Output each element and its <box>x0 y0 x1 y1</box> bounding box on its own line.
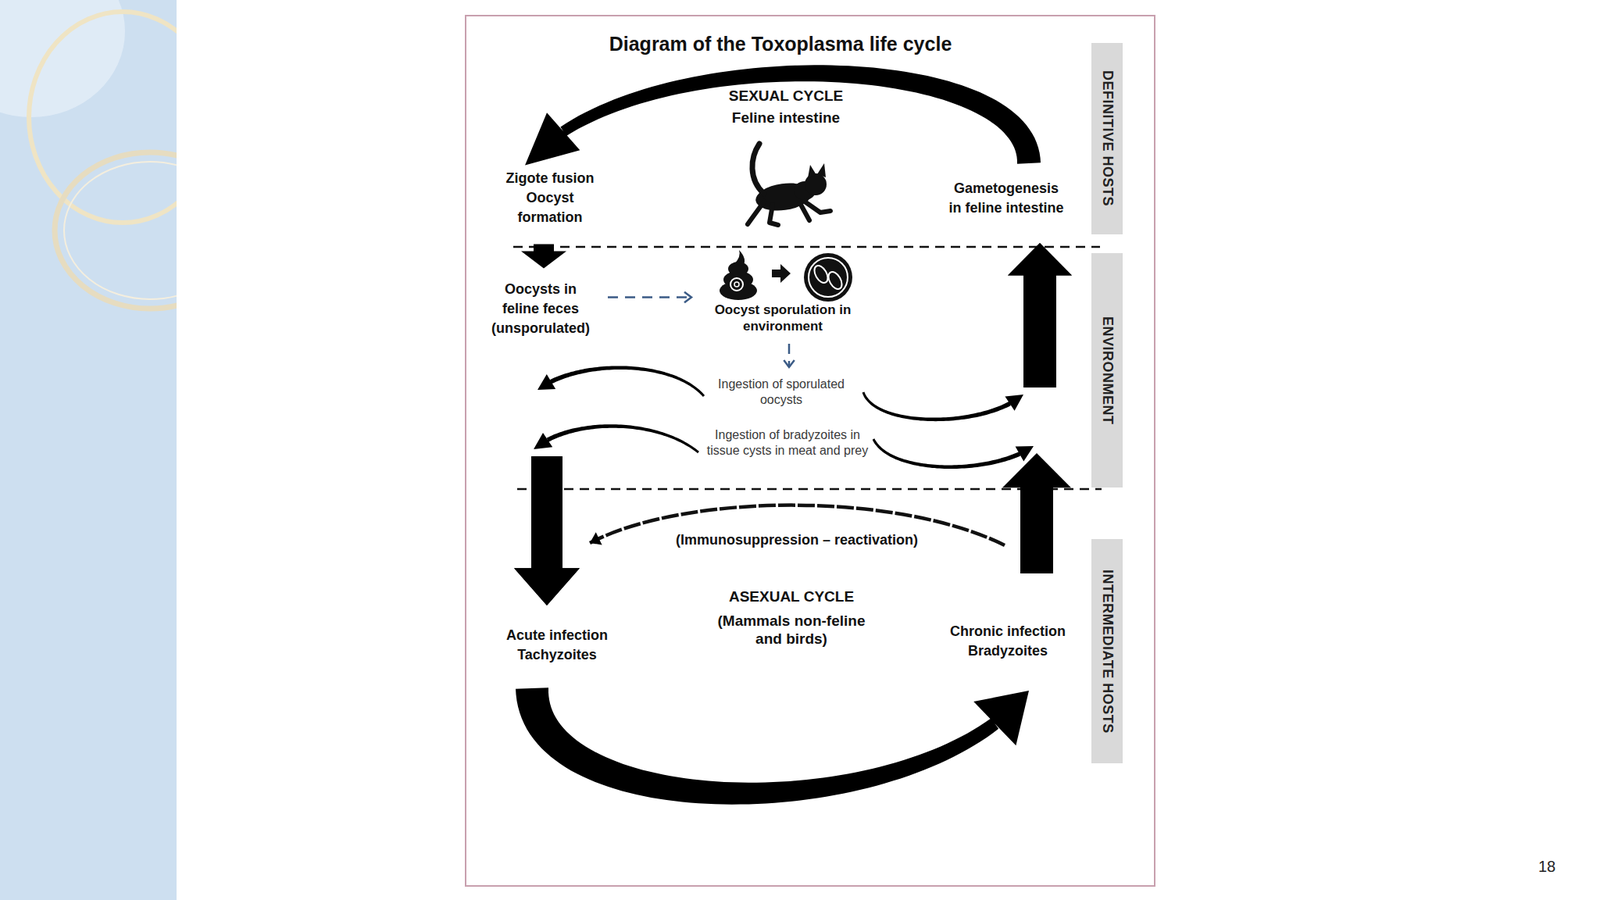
stage-label: Acute infection Tachyzoites <box>500 625 615 665</box>
dashed-line <box>607 296 692 299</box>
connector <box>862 242 1072 422</box>
cycle-subheading: (Mammals non-feline and birds) <box>711 611 872 648</box>
sporocyst <box>825 269 845 292</box>
band-text: DEFINITIVE HOSTS <box>1097 70 1118 207</box>
cat-ear <box>817 163 826 178</box>
dashed-arrow <box>607 292 692 304</box>
curved-arrow <box>533 424 700 454</box>
node-text: Chronic infection Bradyzoites <box>946 621 1069 661</box>
node-text: Oocyst sporulation in environment <box>703 301 863 335</box>
block-arrow <box>514 456 580 606</box>
page-number: 18 <box>1538 857 1556 876</box>
cat-silhouette <box>747 143 831 225</box>
dashed-arrow <box>783 343 795 368</box>
oocyst-wall <box>803 253 853 302</box>
side-band <box>0 0 177 900</box>
node-text: Zigote fusion Oocyst formation <box>501 168 600 228</box>
block-arrow <box>1007 242 1072 388</box>
oocyst-in-feces <box>730 278 743 291</box>
host-band: ENVIRONMENT <box>1091 253 1123 488</box>
band-text: ENVIRONMENT <box>1097 316 1118 425</box>
route-label: Ingestion of sporulated oocysts <box>708 376 854 408</box>
cycle-heading: ASEXUAL CYCLE <box>728 588 854 606</box>
block-arrow <box>1007 242 1072 388</box>
node-text: Acute infection Tachyzoites <box>500 625 615 665</box>
side-glow <box>0 0 125 118</box>
block-arrow <box>514 456 580 606</box>
diagram-title: Diagram of the Toxoplasma life cycle <box>609 32 953 56</box>
route-label: Ingestion of bradyzoites in tissue cysts… <box>704 427 871 459</box>
stage-label: Zigote fusion Oocyst formation <box>501 168 600 228</box>
side-rings <box>0 0 177 309</box>
diagram-frame <box>465 15 1155 886</box>
connector <box>521 244 567 269</box>
arrow-head <box>684 292 692 304</box>
cycle-subheading: Feline intestine <box>732 109 840 127</box>
connector-label: (Immunosuppression – reactivation) <box>675 532 918 549</box>
node-text: Ingestion of bradyzoites in tissue cysts… <box>704 427 871 459</box>
arrow-head <box>783 360 795 368</box>
curved-arrow <box>872 438 1034 469</box>
dashed-line <box>788 343 791 368</box>
side-ring <box>28 11 177 223</box>
connector <box>514 365 705 606</box>
stage-label: Gametogenesis in feline intestine <box>946 178 1066 218</box>
cat-tail <box>752 143 765 194</box>
host-band: INTERMEDIATE HOSTS <box>1091 539 1123 764</box>
band-text: INTERMEDIATE HOSTS <box>1097 569 1118 734</box>
node-text: Ingestion of sporulated oocysts <box>708 376 854 408</box>
connector <box>872 242 1072 469</box>
cat-ear <box>807 164 817 179</box>
connector <box>783 343 795 368</box>
sporulation-arrow <box>771 264 791 283</box>
stage-label: Oocysts in feline feces (unsporulated) <box>489 279 593 339</box>
host-band: DEFINITIVE HOSTS <box>1091 42 1123 235</box>
connector <box>1002 453 1072 574</box>
connector <box>515 687 1029 804</box>
node-text: Gametogenesis in feline intestine <box>946 178 1066 218</box>
zone-divider <box>517 488 1102 491</box>
zone-divider <box>513 246 1100 249</box>
curved-arrow <box>862 392 1024 422</box>
block-arrow <box>1002 453 1072 574</box>
sporocyst <box>811 263 831 286</box>
side-ring <box>54 152 177 309</box>
stage-label: Oocyst sporulation in environment <box>703 251 863 335</box>
cat-head <box>804 173 827 196</box>
curved-arrow <box>537 365 705 397</box>
cycle-heading: SEXUAL CYCLE <box>728 87 843 105</box>
feces-shape <box>734 250 745 266</box>
stage-label: Chronic infection Bradyzoites <box>946 621 1069 661</box>
cycle-arc-arrow <box>525 64 1041 165</box>
feces-icon <box>719 250 758 300</box>
oocyst-wall <box>808 257 848 297</box>
sporulated-oocyst-icon <box>803 253 853 302</box>
cat-legs <box>747 201 831 225</box>
cycle-arc-arrow <box>515 687 1029 804</box>
connector <box>525 64 1041 165</box>
node-text: Oocysts in feline feces (unsporulated) <box>489 279 593 339</box>
connector <box>607 292 692 304</box>
side-ring <box>64 161 177 300</box>
block-arrow <box>521 244 567 269</box>
arrow-head <box>589 532 603 545</box>
oocyst-in-feces <box>734 282 740 287</box>
